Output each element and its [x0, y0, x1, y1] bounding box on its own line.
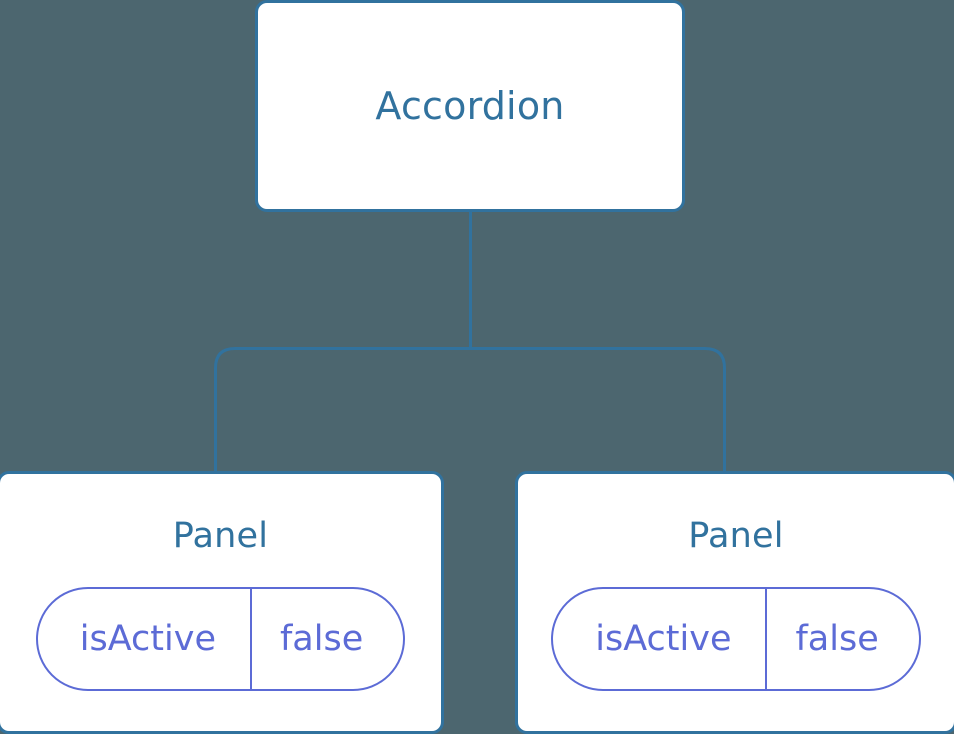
node-accordion[interactable]: Accordion: [255, 0, 685, 212]
node-accordion-title: Accordion: [375, 84, 565, 128]
node-panel-0-prop-pill[interactable]: isActive false: [35, 587, 406, 691]
node-panel-0-title: Panel: [172, 516, 269, 556]
connector-branch-to-panel-0: [214, 347, 471, 474]
node-panel-1-prop-key: isActive: [595, 618, 732, 659]
node-panel-1-prop-pill[interactable]: isActive false: [551, 587, 921, 691]
node-panel-1-prop-value: false: [765, 589, 918, 689]
node-panel-1-title: Panel: [688, 516, 784, 556]
node-panel-1[interactable]: Panel isActive false: [515, 471, 954, 734]
node-panel-0-prop-key: isActive: [79, 618, 216, 659]
connector-branch-to-panel-1: [470, 347, 726, 474]
node-panel-0[interactable]: Panel isActive false: [0, 471, 444, 734]
node-panel-0-prop-value: false: [249, 589, 403, 689]
